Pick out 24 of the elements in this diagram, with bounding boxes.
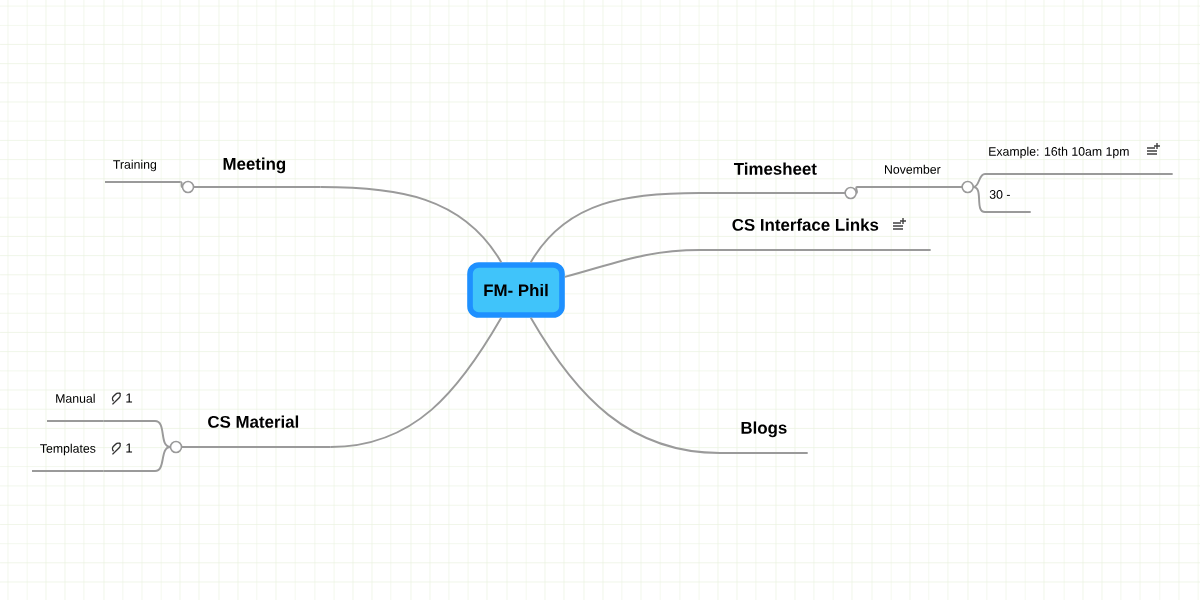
connector-line: [329, 316, 503, 448]
connector-line: [855, 186, 858, 194]
connector-line: [972, 186, 986, 213]
connector-line: [102, 446, 172, 472]
topic-label: Manual: [46, 393, 105, 422]
topic-label: CS Interface Links: [699, 218, 932, 251]
connector-line: [529, 192, 701, 264]
topic-label: Meeting: [181, 157, 322, 194]
topic-label: CS Material: [169, 415, 332, 454]
topic-label: Timesheet: [699, 162, 857, 200]
central-topic-box: FM- Phil: [467, 262, 565, 318]
connector-line: [529, 316, 721, 454]
topic-label: Example: 16th 10am 1pm: [984, 146, 1174, 175]
connector-line: [179, 181, 184, 188]
connector-line: [563, 249, 701, 278]
topic-label: November: [856, 164, 974, 194]
connector-line: [319, 186, 503, 264]
attachment-count: 1: [126, 393, 133, 403]
attachment-count: 1: [126, 443, 133, 453]
topic-label: Templates: [31, 443, 105, 472]
topic-label: 30 -: [984, 190, 1032, 213]
topic-label: Training: [104, 159, 182, 183]
connector-line: [972, 173, 986, 188]
topic-label: Blogs: [719, 421, 809, 454]
